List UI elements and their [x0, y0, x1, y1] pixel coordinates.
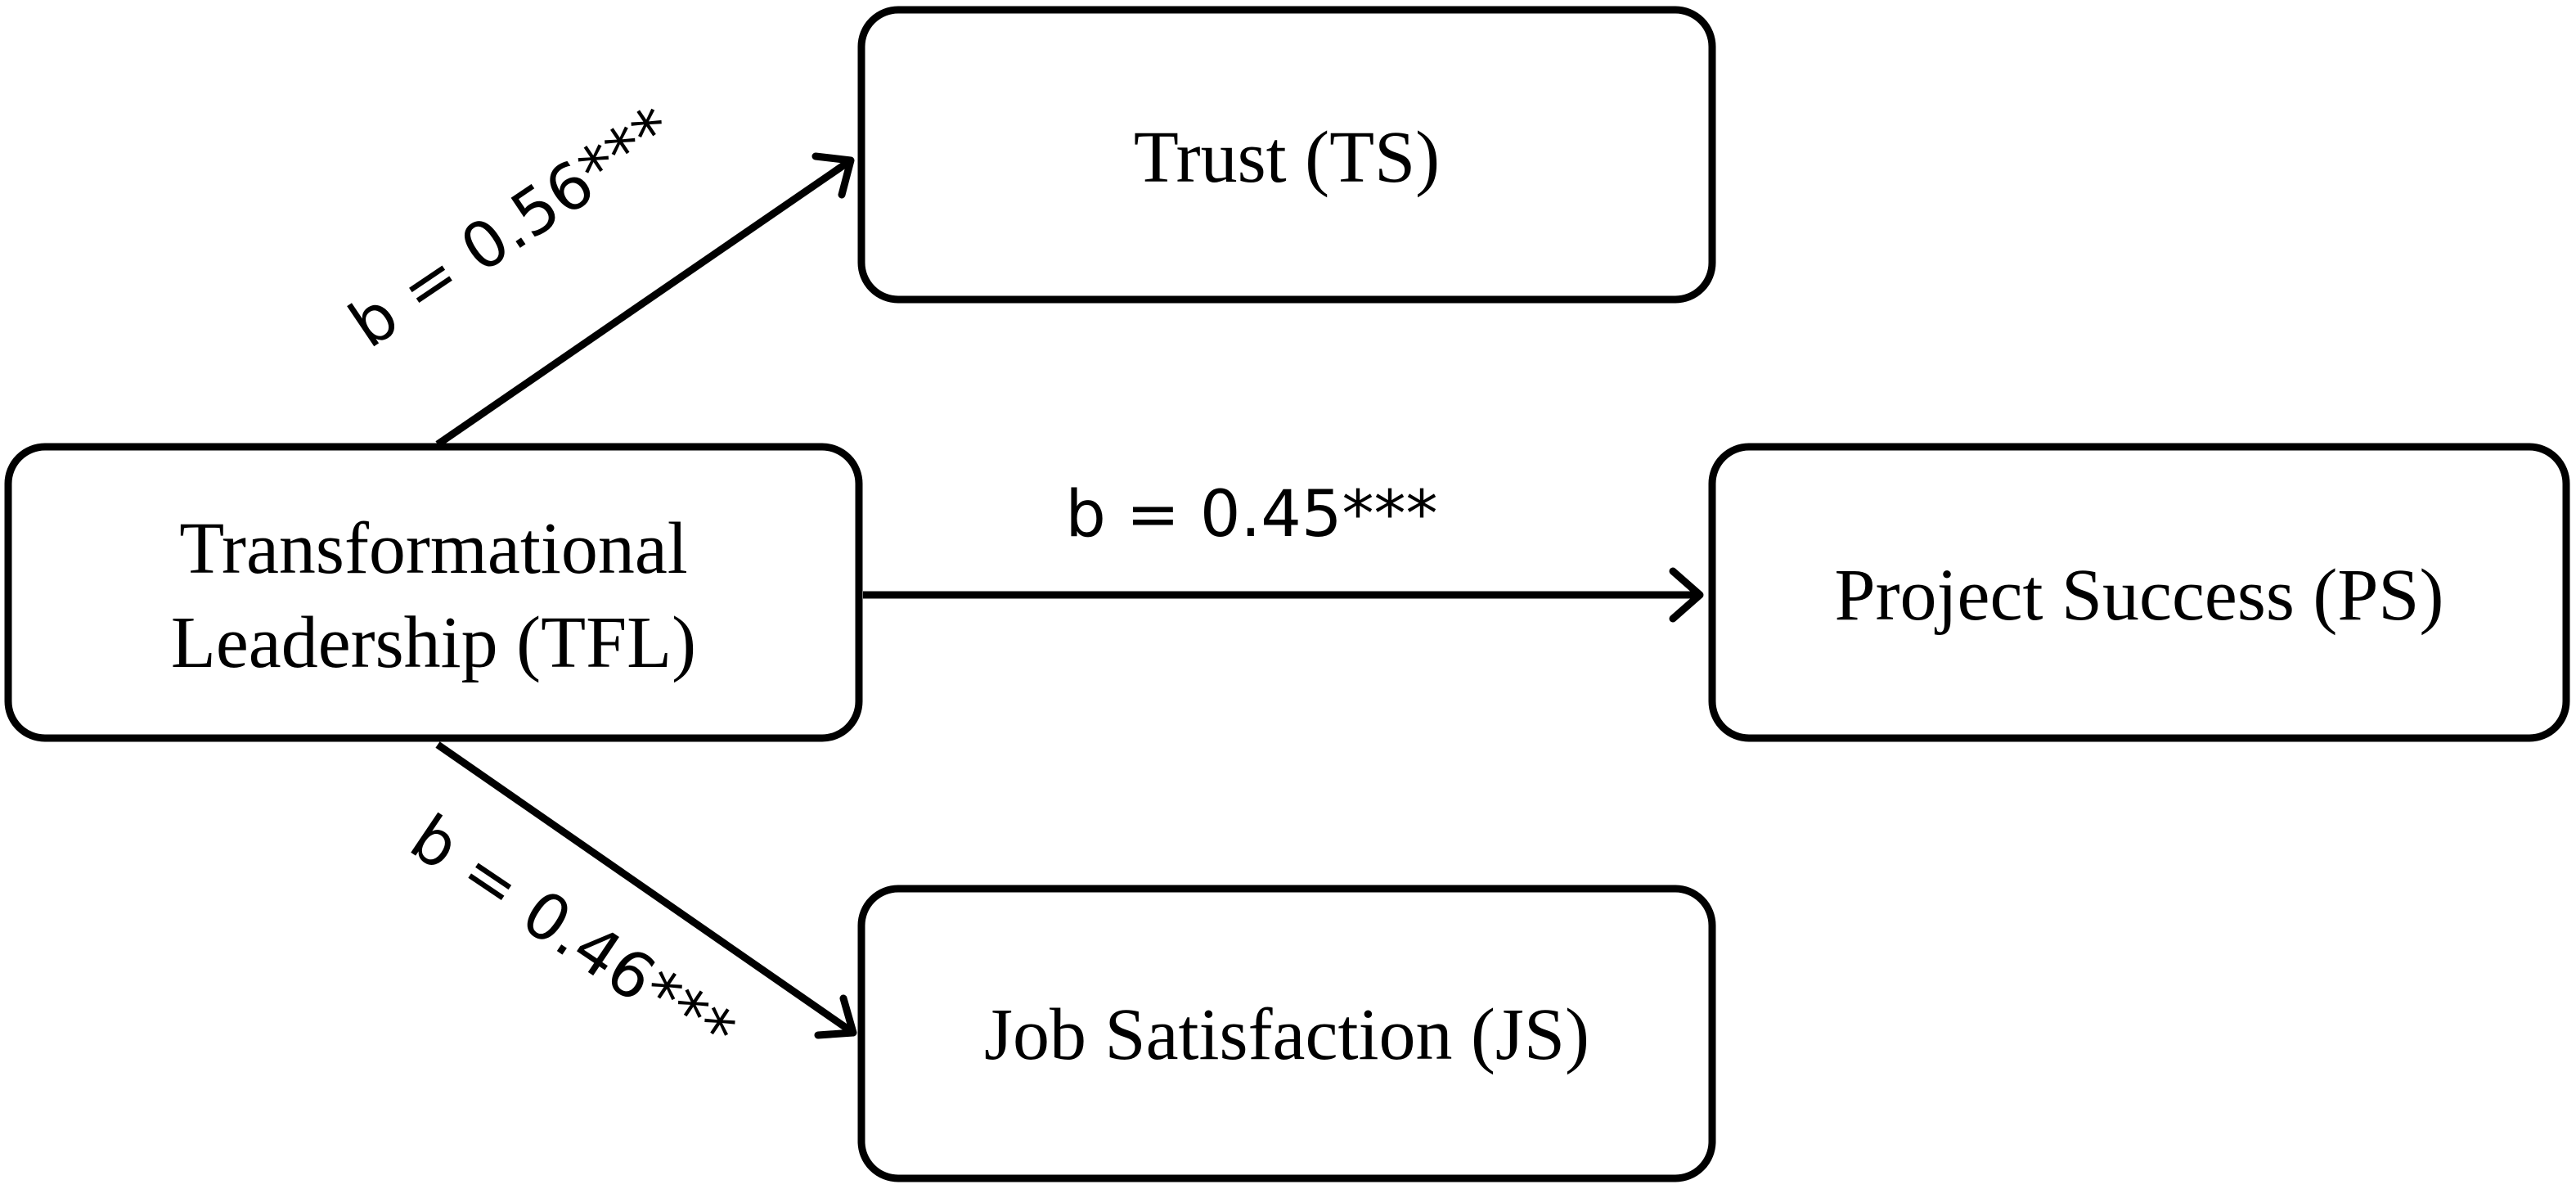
arrowhead-ts — [811, 152, 855, 199]
node-label-tfl-line1: Transformational — [179, 508, 688, 589]
node-box-tfl — [4, 443, 863, 742]
node-ts: Trust (TS) — [857, 6, 1716, 304]
node-box-js — [857, 885, 1716, 1182]
node-label-tfl-line2: Leadership (TFL) — [171, 602, 696, 683]
node-label-ts: Trust (TS) — [1134, 117, 1440, 198]
node-tfl: Transformational Leadership (TFL) — [4, 443, 863, 742]
edge-label-tfl-ps: b = 0.45*** — [1065, 478, 1437, 552]
edge-line-tfl-ts — [435, 157, 853, 448]
edge-label-tfl-ts: b = 0.56*** — [337, 93, 687, 363]
edge-line-tfl-js — [435, 741, 856, 1036]
node-ps: Project Success (PS) — [1708, 443, 2570, 742]
edge-tfl-to-js — [435, 741, 857, 1039]
node-box-ts — [857, 6, 1716, 304]
arrowhead-ps — [1669, 567, 1704, 623]
node-label-ps: Project Success (PS) — [1835, 555, 2444, 636]
arrowhead-js — [814, 994, 857, 1039]
edge-tfl-to-ts — [435, 152, 855, 448]
node-box-ps — [1708, 443, 2570, 742]
node-js: Job Satisfaction (JS) — [857, 885, 1716, 1182]
edge-tfl-to-ps — [863, 567, 1704, 623]
node-label-js: Job Satisfaction (JS) — [984, 994, 1589, 1075]
